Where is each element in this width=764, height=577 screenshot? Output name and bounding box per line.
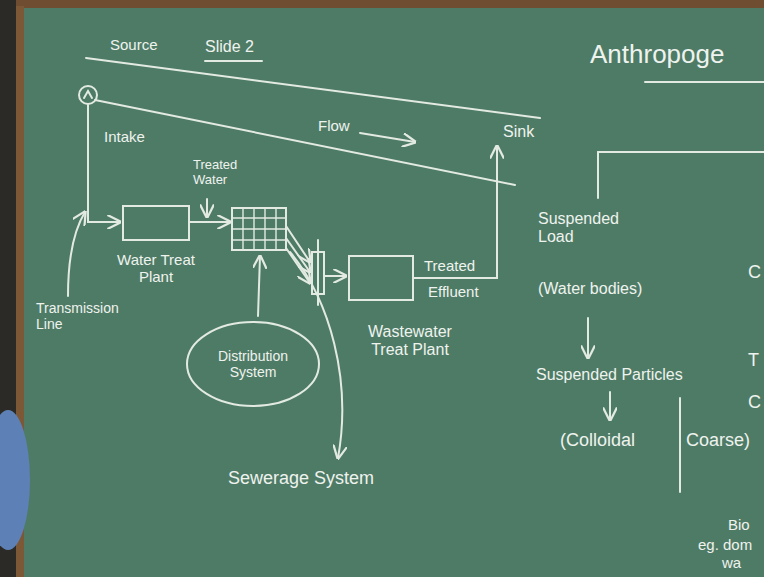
underline	[645, 81, 764, 83]
effluent-arrow	[414, 146, 497, 278]
callout-ellipse: Distribution System	[185, 320, 321, 408]
person-arm	[0, 410, 30, 550]
pipe-arrow	[190, 221, 230, 223]
plant-box: Wastewater Treat Plant	[348, 255, 414, 301]
pipe-arrow	[286, 248, 310, 283]
board-frame	[0, 0, 764, 8]
underline	[205, 60, 262, 62]
grid-lines	[232, 208, 286, 250]
chalk-label: wa	[722, 554, 741, 571]
chalk-label: Intake	[104, 128, 145, 145]
chalk-label: Suspended Particles	[536, 366, 683, 384]
plant-name: Wastewater Treat Plant	[360, 323, 460, 360]
intake-symbol	[79, 86, 97, 104]
pipe-arrow	[324, 275, 346, 277]
chalk-label: Effluent	[428, 283, 479, 300]
chalk-label: C	[748, 392, 761, 413]
tree-line	[598, 151, 764, 153]
chalk-label: eg. dom	[698, 536, 752, 553]
divider	[679, 398, 681, 492]
intake-pipe	[88, 105, 120, 222]
plant-name: Water Treat Plant	[106, 251, 206, 286]
chalk-label: Bio	[728, 516, 750, 533]
chalk-label: (Water bodies)	[538, 280, 642, 298]
tree-arrow	[587, 318, 589, 358]
chalk-label: Source	[110, 36, 158, 53]
chalk-label: C	[748, 262, 761, 283]
intake-mark	[84, 91, 92, 98]
distribution-grid	[232, 208, 286, 250]
leader-arrow	[290, 252, 342, 458]
leader-arrow	[258, 256, 260, 316]
ellipse-outline	[187, 322, 319, 406]
tree-line	[597, 152, 599, 198]
river-bank	[95, 100, 515, 185]
river-bank	[86, 58, 540, 118]
callout-text: Distribution System	[208, 348, 299, 380]
chalk-label: Sewerage System	[228, 468, 374, 489]
chalk-label: Treated Water	[193, 158, 259, 188]
chalk-label: Slide 2	[205, 38, 254, 56]
flow-arrow	[360, 133, 415, 142]
chalk-label: Treated	[424, 257, 475, 274]
chalk-label: Sink	[503, 123, 534, 141]
tree-arrow	[609, 392, 611, 420]
chalk-label: (Colloidal	[560, 430, 635, 451]
leader-arrow	[68, 212, 85, 296]
leader-arrow	[206, 199, 208, 217]
chalk-label: Anthropoge	[590, 40, 724, 70]
chalk-label: Suspended Load	[538, 210, 633, 247]
plant-box: Water Treat Plant	[122, 205, 190, 241]
chalk-label: Coarse)	[686, 430, 750, 451]
chalk-label: Transmission Line	[36, 300, 136, 332]
chalk-label: T	[748, 350, 759, 371]
chalk-lines	[68, 58, 764, 492]
chalk-label: Flow	[318, 117, 350, 134]
